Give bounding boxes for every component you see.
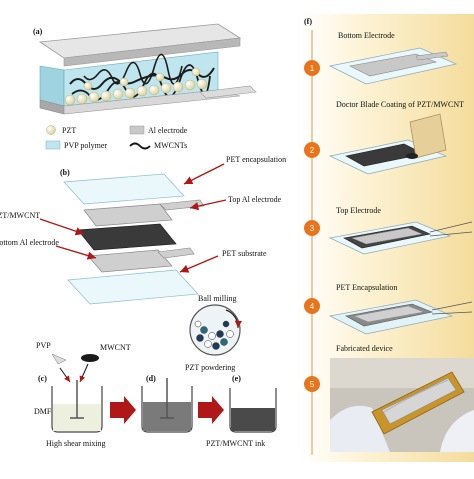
process-arrow-2 bbox=[198, 396, 224, 424]
step-4-illustration bbox=[328, 299, 473, 335]
legend-mwcnts: MWCNTs bbox=[154, 141, 187, 150]
legend-pvp-polymer: PVP polymer bbox=[64, 141, 107, 150]
label-bottom-al-electrode: Bottom Al electrode bbox=[0, 238, 59, 247]
step-4-marker bbox=[304, 298, 320, 314]
panel-a-label: (a) bbox=[33, 27, 43, 36]
step-4-label: PET Encapsulation bbox=[336, 283, 397, 292]
step-5-label: Fabricated device bbox=[336, 344, 393, 353]
step-3-marker bbox=[304, 220, 320, 236]
mwcnt-legend-swatch bbox=[129, 142, 151, 150]
device-cross-section bbox=[38, 23, 257, 115]
step-3-illustration bbox=[328, 221, 473, 255]
step-2-label: Doctor Blade Coating of PZT/MWCNT bbox=[336, 100, 464, 109]
label-top-al-electrode: Top Al electrode bbox=[228, 195, 282, 204]
legend-al-electrode: Al electrode bbox=[148, 126, 188, 135]
panel-e-label: (e) bbox=[232, 374, 241, 383]
label-pet-substrate: PET substrate bbox=[222, 249, 267, 258]
panel-f-label: (f) bbox=[304, 17, 312, 26]
label-pzt-mwcnt: PZT/MWCNT bbox=[0, 211, 40, 220]
step-3-number: 3 bbox=[310, 224, 315, 233]
step-5-number: 5 bbox=[310, 380, 315, 389]
bottom-al-layer bbox=[87, 249, 173, 273]
legend: PZT Al electrode PVP polymer MWCNTs bbox=[45, 125, 188, 150]
pzt-legend-swatch bbox=[46, 125, 56, 135]
label-ink: PZT/MWCNT ink bbox=[206, 439, 265, 448]
label-pet-encapsulation: PET encapsulation bbox=[226, 155, 286, 164]
pet-substrate-layer bbox=[67, 269, 199, 305]
label-ball-milling: Ball milling bbox=[198, 294, 236, 303]
step-1-illustration bbox=[328, 47, 458, 85]
label-dmf: DMF bbox=[34, 407, 52, 416]
legend-pzt: PZT bbox=[62, 126, 76, 135]
mwcnt-powder bbox=[81, 354, 99, 362]
process-arrow-1 bbox=[110, 396, 136, 424]
label-high-shear-mixing: High shear mixing bbox=[46, 439, 106, 448]
beaker-c bbox=[51, 380, 103, 433]
step-1-marker bbox=[304, 60, 320, 76]
fabricated-device-photo bbox=[330, 358, 474, 452]
exploded-layer-stack bbox=[63, 173, 205, 305]
step-1-label: Bottom Electrode bbox=[338, 31, 395, 40]
pzt-mwcnt-layer bbox=[77, 223, 177, 251]
step-1-number: 1 bbox=[310, 64, 315, 73]
pvp-powder bbox=[51, 353, 67, 365]
step-3-label: Top Electrode bbox=[336, 206, 381, 215]
step-4-number: 4 bbox=[310, 302, 315, 311]
step-2-number: 2 bbox=[310, 146, 315, 155]
beaker-d bbox=[141, 378, 193, 433]
step-2-marker bbox=[304, 142, 320, 158]
beaker-e bbox=[229, 388, 277, 433]
al-legend-swatch bbox=[129, 125, 145, 135]
label-pzt-powdering: PZT powdering bbox=[185, 363, 235, 372]
label-mwcnt: MWCNT bbox=[100, 343, 131, 352]
step-2-illustration bbox=[328, 113, 448, 175]
pet-encapsulation-layer bbox=[63, 173, 185, 205]
pvp-legend-swatch bbox=[45, 140, 61, 150]
top-al-layer bbox=[83, 203, 173, 227]
panel-b-label: (b) bbox=[60, 168, 70, 177]
panel-c-label: (c) bbox=[38, 374, 47, 383]
step-5-marker bbox=[304, 376, 320, 392]
ball-mill-jar bbox=[189, 304, 242, 356]
panel-d-label: (d) bbox=[146, 374, 156, 383]
label-pvp: PVP bbox=[36, 341, 51, 350]
